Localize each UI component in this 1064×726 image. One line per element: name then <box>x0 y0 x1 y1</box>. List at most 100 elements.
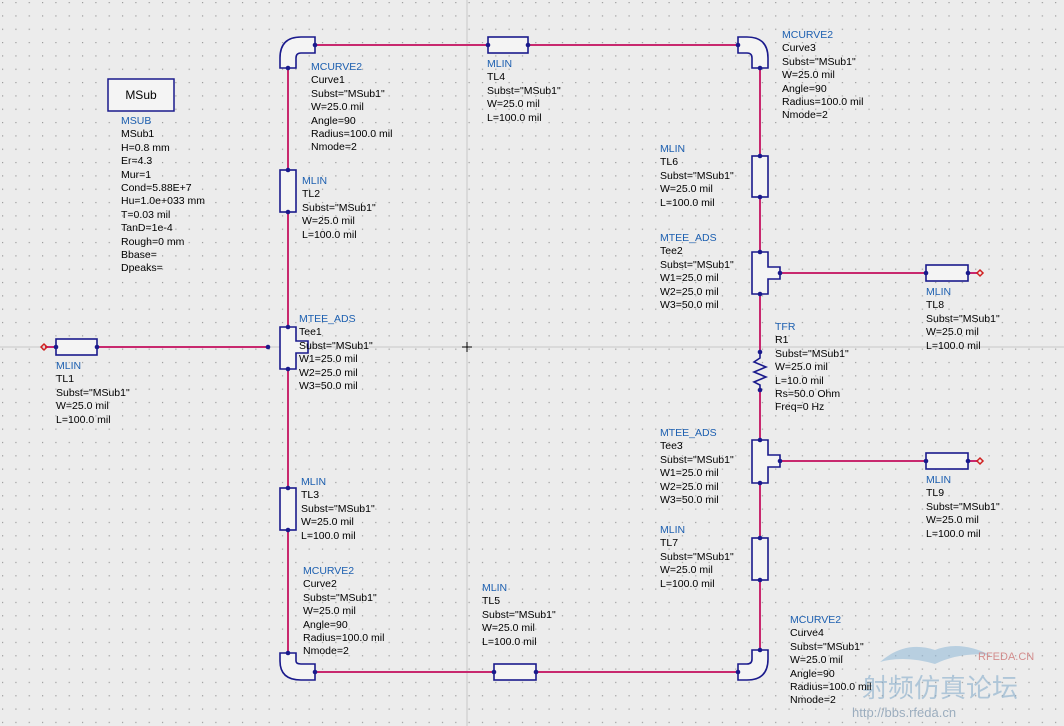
tl6-param-line: Subst="MSub1" <box>660 169 734 182</box>
msub-param-line: Mur=1 <box>121 168 152 181</box>
tl7-param-line: TL7 <box>660 537 679 550</box>
curve1-symbol[interactable] <box>279 36 316 69</box>
curve3-symbol[interactable] <box>737 36 769 69</box>
tee2-param-line: W3=50.0 mil <box>660 298 719 311</box>
tl7-symbol[interactable] <box>751 537 769 581</box>
r1-param-line: Freq=0 Hz <box>775 401 825 414</box>
tl4-param-line: W=25.0 mil <box>487 98 540 111</box>
tl4-symbol[interactable] <box>487 36 529 54</box>
msub-param-line: Cond=5.88E+7 <box>121 181 192 194</box>
tee3-symbol[interactable] <box>751 439 781 484</box>
tl9-symbol[interactable] <box>925 452 969 470</box>
tee2-param-line: W1=25.0 mil <box>660 272 719 285</box>
tl6-type-label: MLIN <box>660 143 686 155</box>
curve4-symbol[interactable] <box>737 649 769 681</box>
tee2-param-line: Subst="MSub1" <box>660 258 734 271</box>
curve4-param-line: Angle=90 <box>790 667 835 680</box>
tee1-symbol[interactable] <box>279 326 309 370</box>
curve3-type-label: MCURVE2 <box>782 29 834 41</box>
tee2-symbol[interactable] <box>751 251 781 295</box>
tl9-param-line: L=100.0 mil <box>926 527 981 540</box>
tl3-type-label: MLIN <box>301 476 327 488</box>
tl7-param-line: Subst="MSub1" <box>660 550 734 563</box>
svg-text:MSub: MSub <box>125 88 157 102</box>
open-port-markers[interactable] <box>39 268 985 466</box>
tl6-param-line: W=25.0 mil <box>660 183 713 196</box>
tl4-type-label: MLIN <box>487 58 513 70</box>
curve1-param-line: Nmode=2 <box>311 141 357 154</box>
curve4-param-line: W=25.0 mil <box>790 654 843 667</box>
tl1-symbol[interactable] <box>55 338 98 356</box>
msub-param-line: H=0.8 mm <box>121 141 170 154</box>
tl6-symbol[interactable] <box>751 155 769 198</box>
tl2-symbol[interactable] <box>279 169 297 213</box>
msub-param-line: Er=4.3 <box>121 155 153 168</box>
tee1-param-line: W3=50.0 mil <box>299 379 358 392</box>
tee1-param-line: Subst="MSub1" <box>299 339 373 352</box>
msub-param-line: Hu=1.0e+033 mm <box>121 195 206 208</box>
curve2-param-line: Nmode=2 <box>303 645 349 658</box>
curve2-param-line: Angle=90 <box>303 618 348 631</box>
tl3-param-line: Subst="MSub1" <box>301 502 375 515</box>
tl5-symbol[interactable] <box>493 663 537 681</box>
watermark-bird-icon <box>880 646 990 664</box>
msub-component[interactable]: MSub <box>107 78 175 112</box>
tl2-type-label: MLIN <box>302 175 328 187</box>
tee1-param-line: W1=25.0 mil <box>299 353 358 366</box>
tl7-type-label: MLIN <box>660 524 686 536</box>
tl4-param-line: Subst="MSub1" <box>487 84 561 97</box>
tl3-symbol[interactable] <box>279 487 297 531</box>
curve1-param-line: W=25.0 mil <box>311 101 364 114</box>
curve3-param-line: W=25.0 mil <box>782 69 835 82</box>
tl9-type-label: MLIN <box>926 474 952 486</box>
tee2-type-label: MTEE_ADS <box>660 232 717 244</box>
curve4-type-label: MCURVE2 <box>790 614 842 626</box>
tl2-param-line: L=100.0 mil <box>302 228 357 241</box>
tl8-symbol[interactable] <box>925 264 969 282</box>
r1-param-line: R1 <box>775 334 789 347</box>
svg-text:射频仿真论坛: 射频仿真论坛 <box>862 673 1018 703</box>
tl5-param-line: W=25.0 mil <box>482 622 535 635</box>
tee3-param-line: W2=25.0 mil <box>660 480 719 493</box>
tl3-param-line: L=100.0 mil <box>301 529 356 542</box>
tl5-param-line: Subst="MSub1" <box>482 608 556 621</box>
curve2-param-line: Curve2 <box>303 578 337 591</box>
r1-resistor-symbol[interactable] <box>751 352 769 390</box>
curve4-param-line: Nmode=2 <box>790 694 836 707</box>
curve3-param-line: Nmode=2 <box>782 109 828 122</box>
tee2-param-line: W2=25.0 mil <box>660 285 719 298</box>
curve2-symbol[interactable] <box>279 652 316 681</box>
curve3-param-line: Curve3 <box>782 42 816 55</box>
curve4-param-line: Subst="MSub1" <box>790 640 864 653</box>
msub-param-line: Rough=0 mm <box>121 235 185 248</box>
tl4-param-line: L=100.0 mil <box>487 111 542 124</box>
tee1-type-label: MTEE_ADS <box>299 313 356 325</box>
tl1-param-line: TL1 <box>56 373 75 386</box>
curve3-param-line: Subst="MSub1" <box>782 55 856 68</box>
curve2-param-line: Radius=100.0 mil <box>303 631 385 644</box>
wires <box>45 44 978 673</box>
tl9-param-line: W=25.0 mil <box>926 514 979 527</box>
tl5-type-label: MLIN <box>482 582 508 594</box>
curve2-type-label: MCURVE2 <box>303 565 355 577</box>
tl6-param-line: L=100.0 mil <box>660 196 715 209</box>
